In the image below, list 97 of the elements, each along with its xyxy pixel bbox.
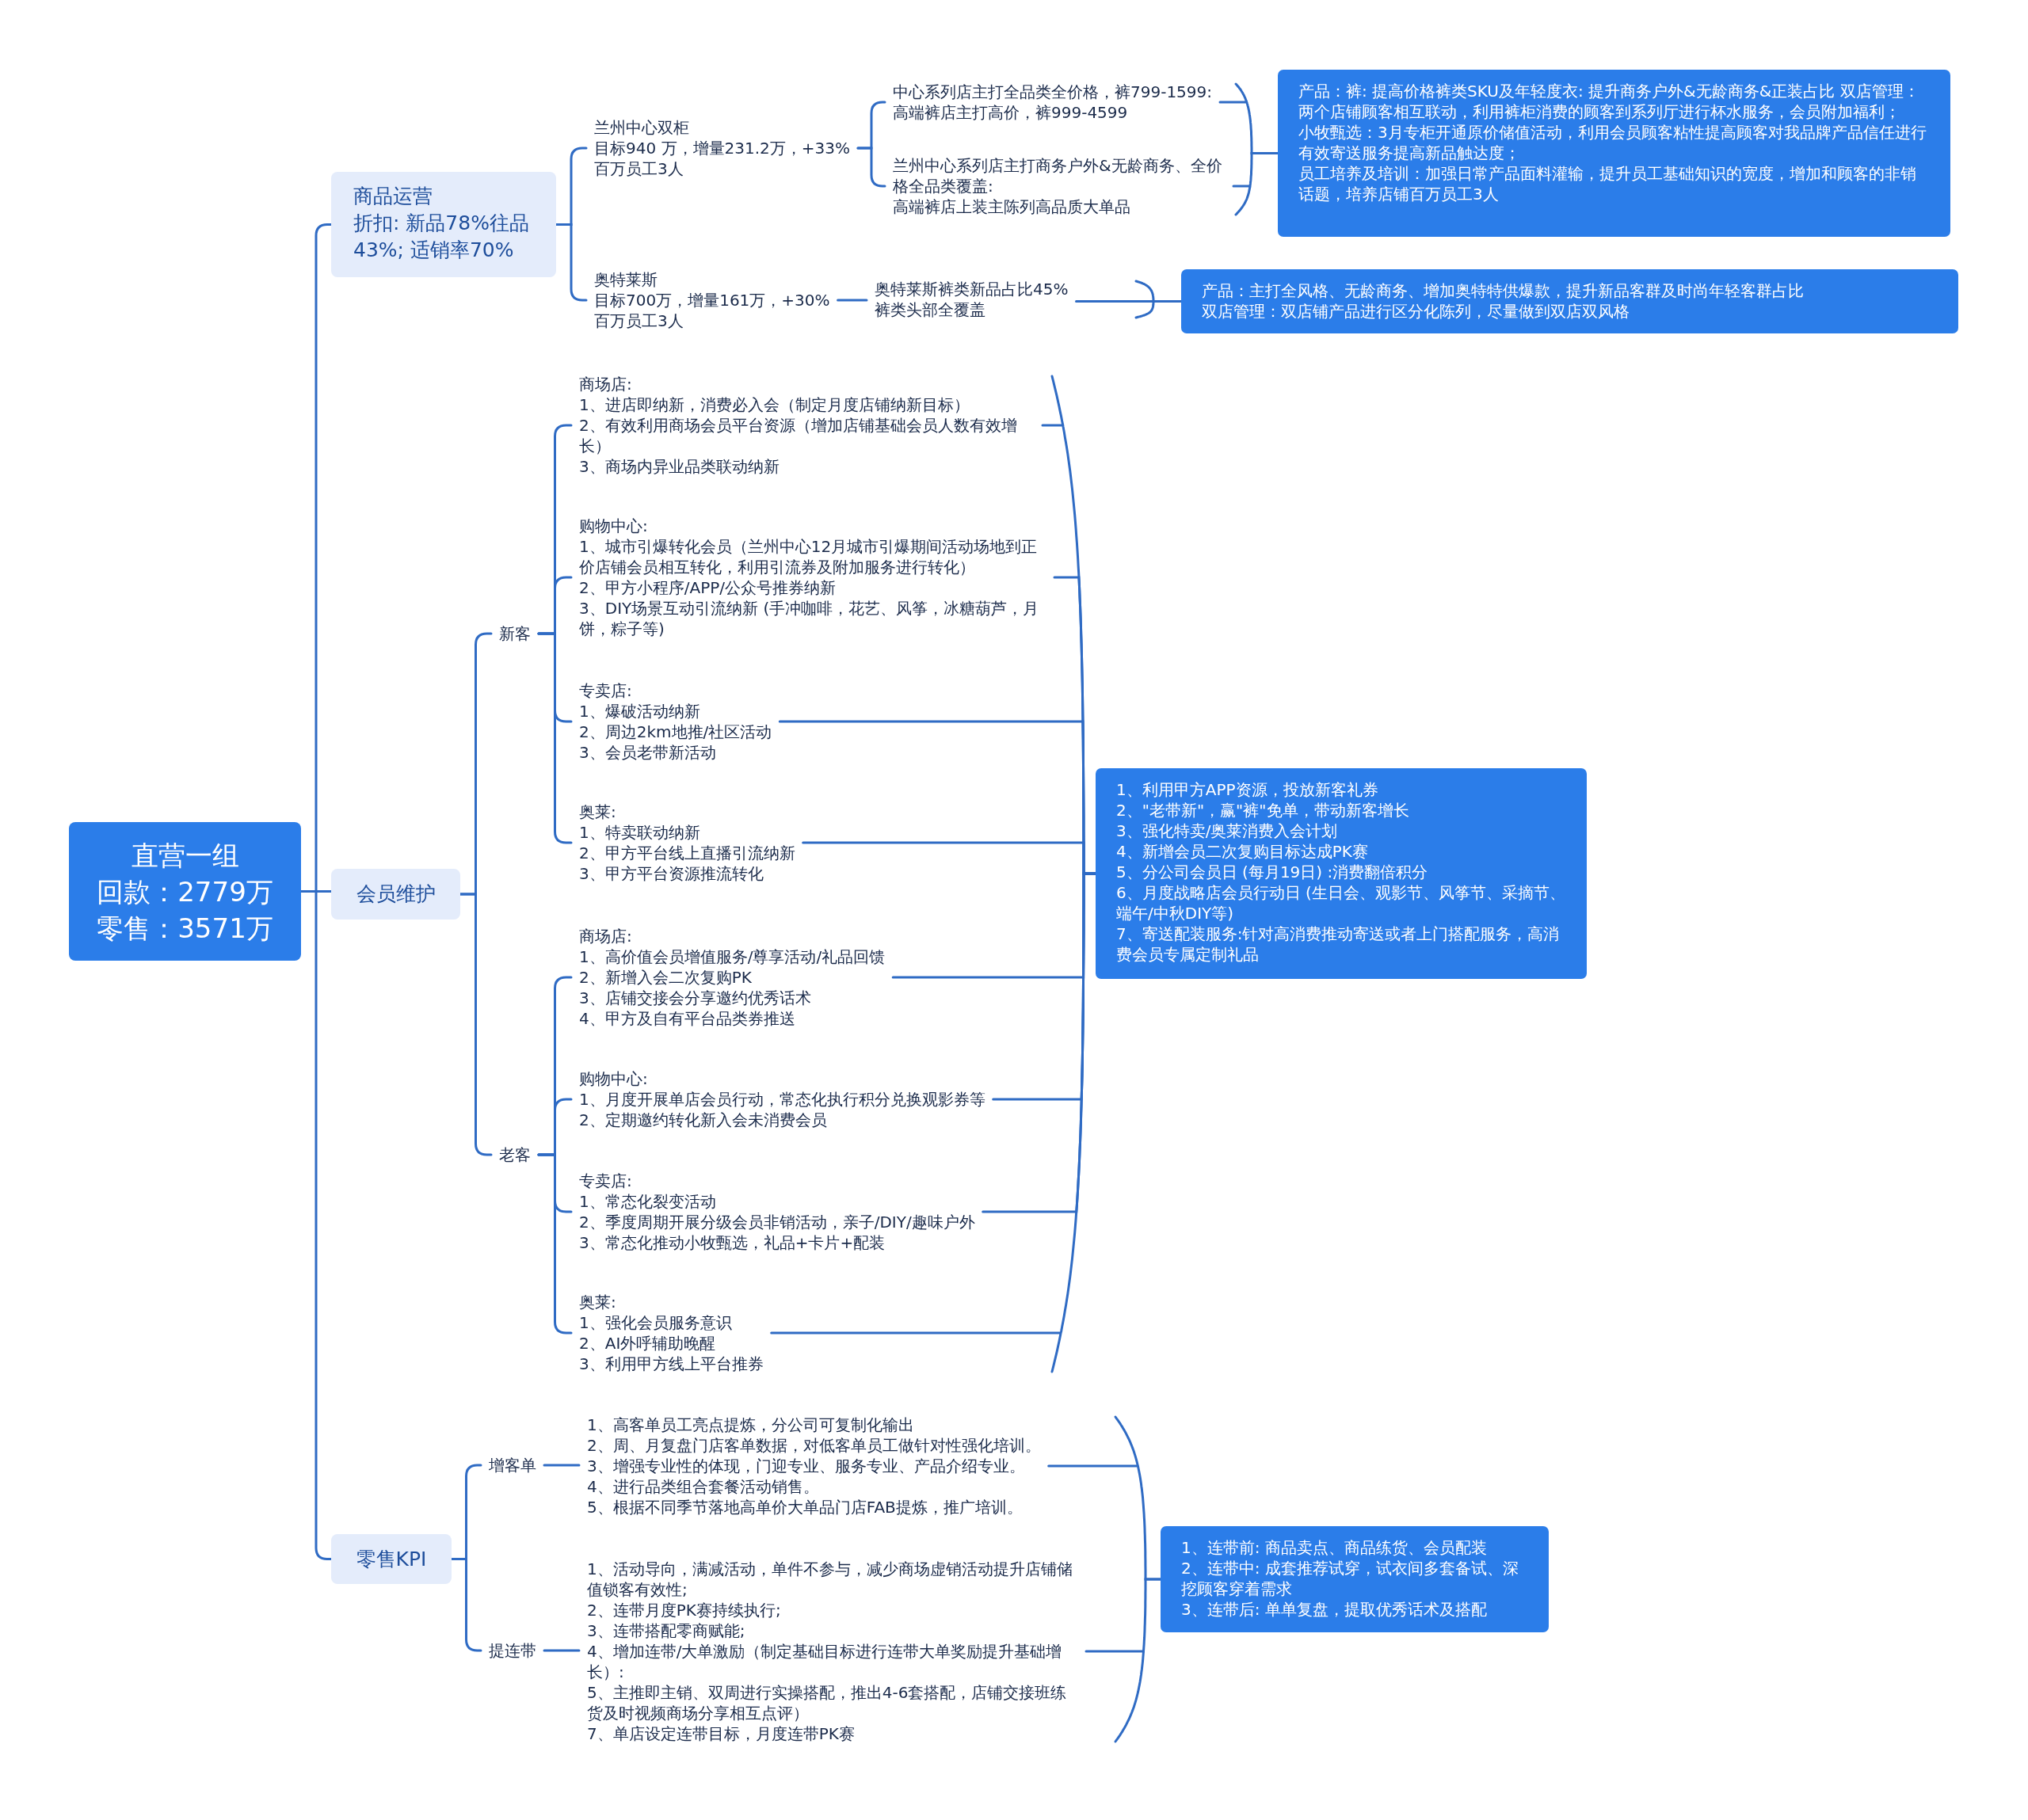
summary-item: 双店管理：双店铺产品进行区分化陈列，尽量做到双店双风格 <box>1202 301 1630 322</box>
list-item: 专卖店: <box>579 1171 632 1191</box>
list-item: 1、高客单员工亮点提炼，分公司可复制化输出 <box>587 1414 914 1435</box>
list-item: 商场店: <box>579 374 632 394</box>
list-item: 1、高价值会员增值服务/尊享活动/礼品回馈 <box>579 946 886 967</box>
list-item: 目标940 万，增量231.2万，+33% <box>594 138 850 158</box>
connector-line <box>856 147 886 188</box>
list-item: 3、甲方平台资源推流转化 <box>579 863 764 884</box>
topic-text: 折扣: 新品78%往品43%; 适销率70% <box>353 211 530 263</box>
branch-label: 老客 <box>499 1144 531 1165</box>
list-item: 3、DIY场景互动引流纳新 (手冲咖啡，花艺、风筝，冰糖葫芦，月饼，粽子等) <box>579 598 1040 639</box>
list-item: 3、增强专业性的体现，门迎专业、服务专业、产品介绍专业。 <box>587 1456 1025 1476</box>
summary-item: 7、寄送配装服务:针对高消费推动寄送或者上门搭配服务，高消费会员专属定制礼品 <box>1116 923 1561 965</box>
list-item: 购物中心: <box>579 1068 648 1089</box>
root-text: 直营一组 <box>130 838 240 873</box>
summary-item: 2、"老带新"，赢"裤"免单，带动新客增长 <box>1116 800 1410 821</box>
list-item: 3、连带搭配零商赋能; <box>587 1620 745 1641</box>
list-item: 百万员工3人 <box>594 310 684 331</box>
connector-line <box>555 223 588 302</box>
branch-label: 新客 <box>499 623 531 644</box>
list-item: 1、月度开展单店会员行动，常态化执行积分兑换观影券等 <box>579 1089 985 1110</box>
summary-box <box>1096 768 1587 979</box>
list-item: 2、季度周期开展分级会员非销活动，亲子/DIY/趣味户外 <box>579 1212 975 1232</box>
list-item: 中心系列店主打全品类全价格，裤799-1599: <box>893 82 1213 102</box>
list-item: 1、常态化裂变活动 <box>579 1191 716 1212</box>
branch-label: 提连带 <box>489 1640 536 1661</box>
list-item: 购物中心: <box>579 516 648 536</box>
summary-item: 1、连带前: 商品卖点、商品练货、会员配装 <box>1181 1537 1488 1558</box>
list-item: 裤类头部全覆盖 <box>875 299 985 320</box>
list-item: 高端裤店上装主陈列高品质大单品 <box>893 196 1130 217</box>
list-item: 2、周、月复盘门店客单数据，对低客单员工做针对性强化培训。 <box>587 1435 1041 1456</box>
summary-box <box>1181 269 1958 333</box>
summary-item: 小牧甄选：3月专柜开通原价储值活动，利用会员顾客粘性提高顾客对我品牌产品信任进行有效寄送服务提高新品触达度； <box>1298 122 1927 163</box>
connector-line <box>459 893 493 1156</box>
list-item: 3、利用甲方线上平台推券 <box>579 1354 764 1374</box>
summary-item: 3、连带后: 单单复盘，提取优秀话术及搭配 <box>1181 1599 1488 1620</box>
summary-brace <box>1085 1578 1162 1743</box>
list-item: 1、特卖联动纳新 <box>579 822 700 843</box>
list-item: 4、增加连带/大单激励（制定基础目标进行连带大单奖励提升基础增长）: <box>587 1641 1063 1682</box>
topic-title: 商品运营 <box>353 184 433 209</box>
topic-box <box>331 172 556 277</box>
summary-item: 5、分公司会员日 (每月19日) :消费翻倍积分 <box>1116 862 1429 882</box>
summary-item: 4、新增会员二次复购目标达成PK赛 <box>1116 841 1369 862</box>
list-item: 奥特莱斯 <box>594 269 658 290</box>
list-item: 3、会员老带新活动 <box>579 742 716 763</box>
connector-line <box>543 1464 581 1467</box>
list-item: 2、新增入会二次复购PK <box>579 967 752 988</box>
connector-line <box>450 1558 482 1652</box>
list-item: 奥莱: <box>579 801 616 822</box>
branch-label: 增客单 <box>489 1455 536 1475</box>
summary-item: 2、连带中: 成套推荐试穿，试衣间多套备试、深挖顾客穿着需求 <box>1181 1558 1519 1599</box>
root-text: 回款：2779万 <box>96 874 274 909</box>
list-item: 2、甲方平台线上直播引流纳新 <box>579 843 795 863</box>
summary-brace <box>1232 152 1279 216</box>
list-item: 1、活动导向，满减活动，单件不参与，减少商场虚销活动提升店铺储值锁客有效性; <box>587 1559 1073 1600</box>
summary-box <box>1161 1526 1549 1632</box>
summary-item: 员工培养及培训：加强日常产品面料灌输，提升员工基础知识的宽度，增加和顾客的非销话题，培养店铺百万员工3人 <box>1298 163 1917 204</box>
list-item: 2、有效利用商场会员平台资源（增加店铺基础会员人数有效增长） <box>579 415 1018 456</box>
list-item: 目标700万，增量161万，+30% <box>594 290 830 310</box>
list-item: 1、进店即纳新，消费必入会（制定月度店铺纳新目标） <box>579 394 970 415</box>
topic-box: 会员维护 <box>331 869 460 920</box>
list-item: 5、根据不同季节落地高单价大单品门店FAB提炼，推广培训。 <box>587 1497 1023 1517</box>
list-item: 7、单店设定连带目标，月度连带PK赛 <box>587 1723 855 1744</box>
list-item: 2、周边2km地推/社区活动 <box>579 722 772 742</box>
summary-item: 3、强化特卖/奥莱消费入会计划 <box>1116 821 1339 841</box>
list-item: 2、AI外呼辅助晚醒 <box>579 1333 716 1354</box>
topic-box: 零售KPI <box>331 1534 452 1584</box>
list-item: 4、进行品类组合套餐活动销售。 <box>587 1476 819 1497</box>
list-item: 专卖店: <box>579 680 632 701</box>
list-item: 1、城市引爆转化会员（兰州中心12月城市引爆期间活动场地到正价店铺会员相互转化，利用引流券及附加服务进行转化） <box>579 536 1039 577</box>
list-item: 商场店: <box>579 926 632 946</box>
list-item: 3、商场内异业品类联动纳新 <box>579 456 780 477</box>
list-item: 高端裤店主打高价，裤999-4599 <box>893 102 1128 123</box>
summary-item: 1、利用甲方APP资源，投放新客礼券 <box>1116 779 1379 800</box>
summary-brace <box>1075 280 1183 319</box>
connector-line <box>837 299 868 302</box>
summary-item: 6、月度战略店会员行动日 (生日会、观影节、风筝节、采摘节、端午/中秋DIY等) <box>1116 882 1566 923</box>
connector-line <box>543 1649 581 1652</box>
list-item: 2、连带月度PK赛持续执行; <box>587 1600 781 1620</box>
summary-item: 产品：主打全风格、无龄商务、增加奥特特供爆款，提升新品客群及时尚年轻客群占比 <box>1202 280 1805 301</box>
list-item: 2、甲方小程序/APP/公众号推券纳新 <box>579 577 836 598</box>
list-item: 5、主推即主销、双周进行实操搭配，推出4-6套搭配，店铺交接班练货及时视频商场分享相互点评） <box>587 1682 1068 1723</box>
summary-box <box>1278 70 1950 237</box>
list-item: 1、强化会员服务意识 <box>579 1312 732 1333</box>
list-item: 3、店铺交接会分享邀约优秀话术 <box>579 988 811 1008</box>
list-item: 奥特莱斯裤类新品占比45% <box>875 279 1069 299</box>
summary-item: 产品：裤: 提高价格裤类SKU及年轻度衣: 提升商务户外&无龄商务&正装占比 双店管理：两个店铺顾客相互联动，利用裤柜消费的顾客到系列厅进行杯水服务，会员附加福利； <box>1298 81 1920 122</box>
list-item: 1、爆破活动纳新 <box>579 701 700 722</box>
root-box <box>69 822 301 961</box>
list-item: 奥莱: <box>579 1292 616 1312</box>
list-item: 兰州中心系列店主打商务户外&无龄商务、全价格全品类覆盖: <box>893 155 1223 196</box>
list-item: 百万员工3人 <box>594 158 684 179</box>
root-text: 零售：3571万 <box>96 911 274 946</box>
list-item: 3、常态化推动小牧甄选，礼品+卡片+配装 <box>579 1232 886 1253</box>
list-item: 2、定期邀约转化新入会未消费会员 <box>579 1110 827 1130</box>
list-item: 兰州中心双柜 <box>594 117 689 138</box>
list-item: 4、甲方及自有平台品类券推送 <box>579 1008 795 1029</box>
